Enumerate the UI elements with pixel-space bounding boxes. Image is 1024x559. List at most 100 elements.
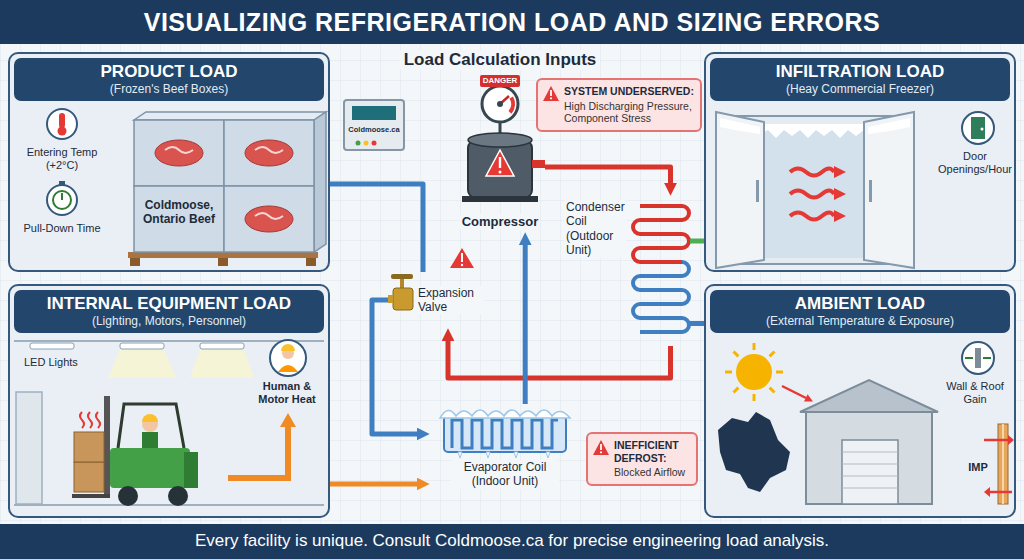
pipe-connector (330, 184, 423, 272)
ontario-map (718, 412, 790, 492)
forklift (72, 494, 110, 498)
box-print: Coldmoose, Ontario Beef (138, 198, 220, 227)
beef-pallet (245, 206, 293, 232)
door-icon (962, 112, 994, 144)
control-panel (344, 100, 404, 150)
node-subtitle: (Frozen's Beef Boxes) (22, 82, 316, 96)
node-subtitle: Blocked Airflow (614, 466, 690, 479)
grid (0, 44, 1024, 524)
icon-label: LED Lights (22, 356, 102, 369)
worker-icon (281, 344, 295, 351)
beef-pallet (255, 213, 283, 219)
sun (776, 371, 783, 374)
condenser-coil-illustration (633, 206, 689, 332)
warning-icon (461, 253, 463, 262)
danger-banner: DANGER (480, 75, 520, 87)
freezer-open-doors (756, 180, 759, 202)
panel-header: INFILTRATION LOAD(Heay Commercial Freeze… (710, 58, 1010, 101)
freezer-open-doors (716, 112, 764, 268)
beef-pallet (165, 147, 193, 153)
beef-pallet (134, 112, 326, 120)
insulated-panel (984, 439, 1008, 442)
worker-icon (278, 365, 298, 372)
pipe-connector (545, 167, 671, 184)
warm-air-arrows (834, 188, 846, 200)
building (842, 488, 898, 489)
warning-icon (543, 86, 559, 101)
node-title: INTERNAL EQUIPMENT LOAD (22, 294, 316, 314)
stopwatch-icon (53, 191, 71, 209)
warning-icon (550, 90, 552, 96)
evaporator-coil-illustration (546, 452, 550, 458)
title-banner: VISUALIZING REFRIGERATION LOAD AND SIZIN… (0, 0, 1024, 44)
freezer-open-doors (869, 180, 872, 202)
warning-icon (550, 97, 552, 99)
expansion-valve-illustration (391, 274, 413, 279)
door-icon (962, 112, 994, 144)
freezer-open-doors (716, 112, 914, 268)
sun (725, 371, 732, 374)
compressor-illustration (486, 150, 514, 176)
node-title: Evaporator Coil (Indoor Unit) (451, 460, 559, 489)
panel-fill (704, 52, 1016, 272)
beef-pallet (155, 140, 203, 166)
sun (753, 394, 756, 401)
icon-label: Entering Temp (+2°C) (14, 146, 110, 172)
warehouse-interior (190, 349, 254, 378)
node-subtitle: High Discharging Pressure, Component Str… (564, 100, 694, 125)
node-title: PRODUCT LOAD (22, 62, 316, 82)
caption-banner: Every facility is unique. Consult Coldmo… (0, 524, 1024, 559)
beef-pallet (224, 120, 314, 186)
door-icon (971, 117, 985, 139)
section-heading: Load Calculation Inputs (400, 50, 600, 70)
wall-gain-icon (983, 357, 991, 359)
beef-pallet (306, 258, 316, 266)
beef-pallet (314, 112, 326, 252)
warehouse-interior (14, 504, 324, 506)
sun (770, 352, 775, 357)
pressure-gauge (497, 101, 503, 107)
compressor-illustration (499, 157, 501, 168)
building (800, 380, 938, 412)
building (842, 464, 898, 465)
thermometer-icon (59, 113, 65, 128)
forklift (74, 432, 104, 462)
compressor-illustration (468, 133, 532, 147)
forklift (142, 432, 158, 448)
icon-label: Wall & Roof Gain (936, 380, 1014, 406)
evaporator-coil: Evaporator Coil (Indoor Unit) (430, 404, 580, 504)
forklift (184, 452, 198, 488)
warning-icon (600, 451, 602, 453)
wall-gain-icon (965, 357, 973, 359)
beef-pallet (224, 186, 314, 252)
building (782, 386, 806, 398)
control-panel (356, 141, 361, 146)
forklift (72, 396, 198, 506)
warning-icon (450, 248, 474, 268)
evaporator-coil-illustration (440, 410, 570, 458)
worker-icon (270, 340, 306, 376)
building (842, 440, 898, 504)
panel-fill (704, 284, 1016, 518)
control-panel (372, 141, 377, 146)
thermometer-icon (58, 127, 67, 136)
beef-pallet (128, 252, 318, 258)
warehouse-interior (200, 343, 244, 349)
warm-air-arrows (790, 213, 834, 220)
compressor: Compressor (455, 132, 545, 232)
node-title: INEFFICIENT DEFROST: (614, 439, 690, 464)
forklift (80, 412, 84, 428)
warehouse-interior (14, 340, 324, 342)
pressure-gauge (510, 98, 513, 113)
panel-header: INTERNAL EQUIPMENT LOAD(Lighting, Motors… (14, 290, 324, 333)
compressor-illustration (532, 160, 545, 168)
stopwatch-icon (47, 185, 77, 215)
building (806, 410, 932, 504)
pipe-connector (690, 321, 704, 326)
compressor-illustration (462, 133, 545, 202)
freezer-open-doors (868, 118, 910, 134)
evaporator-coil-illustration (514, 452, 518, 458)
warning-icon (593, 440, 609, 455)
